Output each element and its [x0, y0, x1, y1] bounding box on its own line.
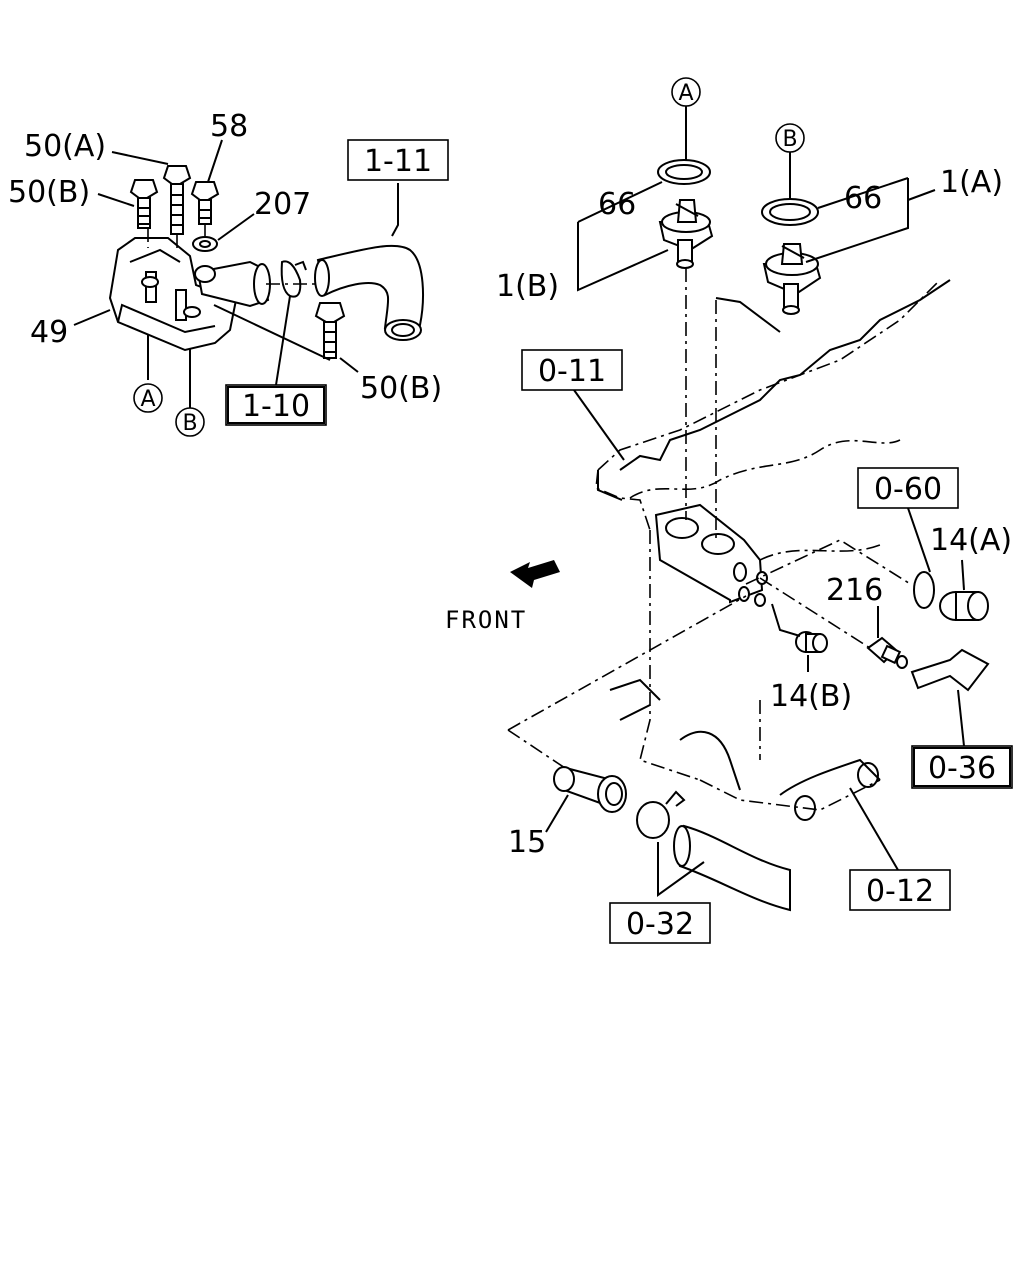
ref-box-1-10: 1-10	[225, 384, 327, 426]
hose-clamp-0-32	[636, 801, 670, 839]
label-14b: 14(B)	[770, 679, 852, 714]
circle-marker-b-top: B	[775, 123, 805, 153]
svg-text:B: B	[782, 127, 797, 152]
label-1a: 1(A)	[940, 165, 1003, 200]
ref-box-0-60: 0-60	[857, 467, 959, 509]
bolt-58	[190, 181, 220, 225]
thermostat-1a	[762, 243, 822, 315]
plug-14b	[795, 631, 828, 653]
label-14a: 14(A)	[930, 523, 1012, 558]
pipe-15	[553, 766, 627, 813]
engine-block-group	[507, 102, 990, 912]
label-66-right: 66	[844, 181, 882, 216]
circle-marker-a-left: A	[133, 383, 163, 413]
ref-box-0-36: 0-36	[911, 745, 1013, 789]
front-arrow-icon	[510, 560, 560, 588]
label-50b-top: 50(B)	[8, 175, 90, 210]
circle-marker-a-top: A	[671, 77, 701, 107]
label-66-left: 66	[598, 187, 636, 222]
svg-text:0-11: 0-11	[538, 354, 606, 389]
hose-0-32	[678, 824, 791, 912]
block-top-edge	[619, 279, 951, 471]
svg-text:0-60: 0-60	[874, 472, 942, 507]
cylinder-block-outline	[595, 279, 941, 531]
plug-14a	[939, 591, 989, 621]
label-207: 207	[254, 187, 311, 222]
thermostat-1b	[658, 199, 714, 269]
thermostat-housing-group	[73, 139, 424, 408]
gasket-66-left	[657, 159, 711, 185]
svg-text:0-36: 0-36	[928, 751, 996, 786]
ref-box-0-12: 0-12	[849, 869, 951, 911]
svg-text:1-10: 1-10	[242, 389, 310, 424]
svg-text:1-11: 1-11	[364, 144, 432, 179]
bolt-50b-top	[129, 179, 159, 229]
bolt-50a	[162, 165, 192, 235]
hose-1-11	[316, 244, 424, 330]
ref-box-0-11: 0-11	[521, 349, 623, 391]
label-1b: 1(B)	[496, 269, 559, 304]
ref-box-0-32: 0-32	[609, 902, 711, 944]
gasket-0-60	[913, 571, 935, 609]
hose-0-36	[910, 648, 990, 692]
circle-marker-b-left: B	[175, 407, 205, 437]
svg-text:A: A	[678, 81, 693, 106]
svg-text:0-12: 0-12	[866, 874, 934, 909]
label-50b-bottom: 50(B)	[360, 371, 442, 406]
front-direction-indicator: FRONT	[445, 560, 560, 634]
ref-box-1-11: 1-11	[347, 139, 449, 181]
front-label: FRONT	[445, 606, 527, 634]
label-50a: 50(A)	[24, 129, 106, 164]
label-58: 58	[210, 109, 248, 144]
washer-207	[192, 236, 218, 252]
svg-text:B: B	[182, 411, 197, 436]
label-216: 216	[826, 573, 883, 608]
svg-text:A: A	[140, 387, 155, 412]
water-temp-sensor-216	[866, 636, 908, 669]
svg-text:0-32: 0-32	[626, 907, 694, 942]
label-15: 15	[508, 825, 546, 860]
label-49: 49	[30, 315, 68, 350]
bolt-50b-bottom	[314, 302, 346, 359]
hose-clamp-1-10	[280, 260, 302, 298]
